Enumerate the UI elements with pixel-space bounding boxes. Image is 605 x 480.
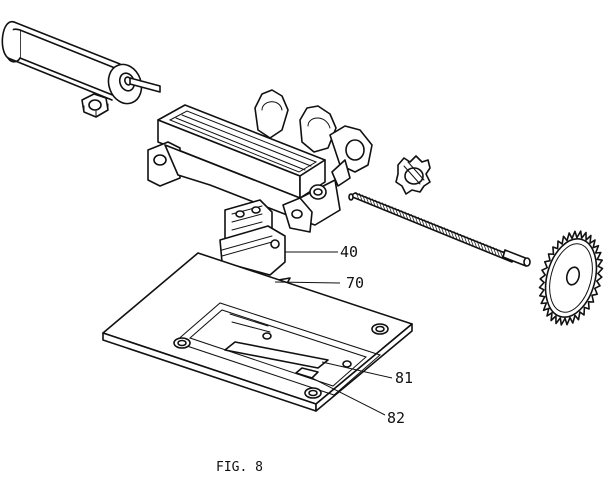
figure-caption: FIG. 8 xyxy=(216,460,263,475)
label-40: 40 xyxy=(340,243,358,261)
spur-gear xyxy=(537,231,604,325)
hex-nut xyxy=(82,94,108,117)
label-81: 81 xyxy=(395,369,413,387)
motor xyxy=(2,22,160,109)
label-82: 82 xyxy=(387,409,405,427)
label-70: 70 xyxy=(346,274,364,292)
lead-screw xyxy=(349,192,530,266)
base-plate xyxy=(103,253,412,411)
pinion-gear xyxy=(396,156,430,194)
